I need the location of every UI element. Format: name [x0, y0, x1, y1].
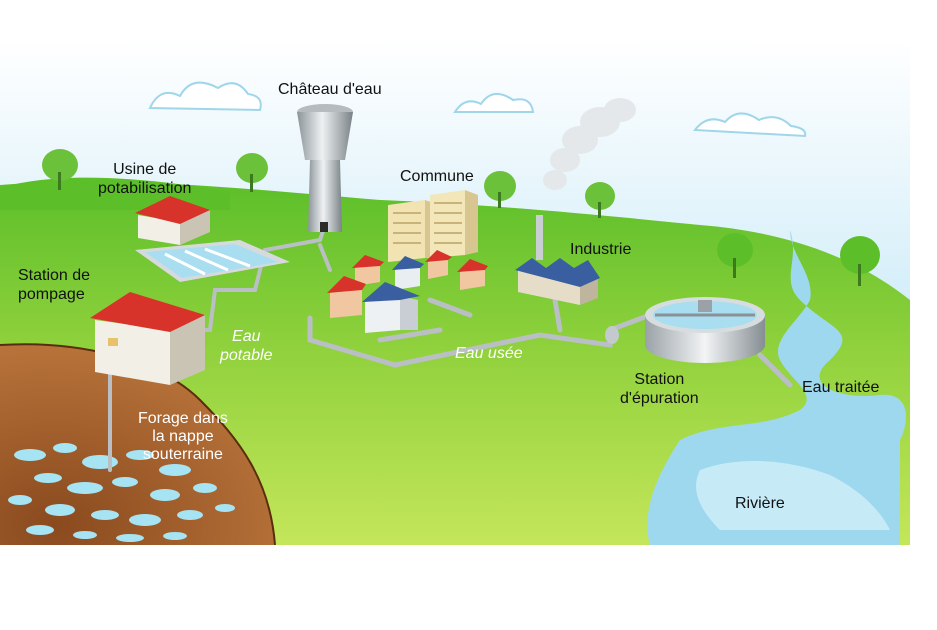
label-station-epuration: Station d'épuration	[620, 370, 699, 408]
pumping-station	[90, 292, 205, 385]
label-usine-potabilisation: Usine de potabilisation	[98, 160, 191, 198]
soil	[0, 344, 275, 545]
label-station-pompage-line1: Station de	[18, 267, 91, 284]
industry	[515, 98, 636, 305]
bottom-margin	[0, 545, 937, 630]
label-eau-potable: Eau potable	[220, 327, 273, 365]
label-eau-usee: Eau usée	[455, 345, 523, 362]
label-station-pompage-line2: pompage	[18, 286, 85, 303]
label-station-epuration-line2: d'épuration	[620, 390, 699, 407]
clouds	[148, 81, 807, 138]
river-highlight	[696, 460, 890, 530]
apartment-blocks	[388, 190, 478, 262]
label-eau-potable-line1: Eau	[232, 328, 261, 345]
label-forage-nappe: Forage dans la nappe souterraine	[138, 410, 228, 464]
label-forage-line3: souterraine	[142, 446, 223, 463]
label-eau-traitee: Eau traitée	[802, 379, 880, 396]
label-usine-line2: potabilisation	[98, 180, 192, 197]
label-station-pompage: Station de pompage	[18, 266, 90, 304]
label-forage-line2: la nappe	[152, 428, 214, 445]
label-chateau-eau: Château d'eau	[278, 81, 382, 98]
houses	[327, 250, 488, 333]
label-industrie: Industrie	[570, 241, 632, 258]
label-commune: Commune	[400, 168, 474, 185]
label-forage-line1: Forage dans	[138, 410, 228, 427]
wastewater-treatment-plant	[605, 297, 765, 363]
smoke	[543, 98, 636, 190]
treatment-plant	[135, 196, 290, 282]
water-tower	[297, 104, 353, 232]
label-station-epuration-line1: Station	[634, 371, 685, 388]
label-riviere: Rivière	[735, 495, 785, 512]
trees	[42, 149, 880, 286]
label-usine-line1: Usine de	[113, 161, 177, 178]
label-eau-potable-line2: potable	[220, 347, 273, 364]
aquifer-water	[8, 443, 235, 542]
